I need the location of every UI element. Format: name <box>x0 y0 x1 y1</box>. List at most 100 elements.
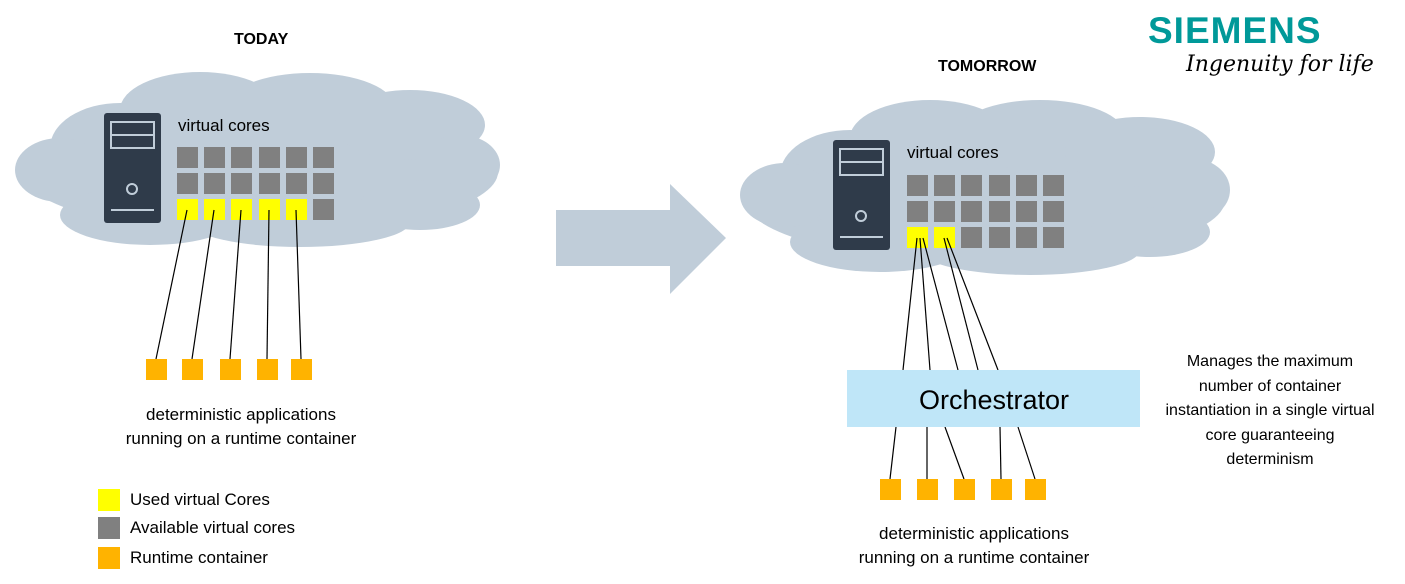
runtime-container <box>1025 479 1046 500</box>
container-core-link <box>295 209 302 360</box>
available-core <box>934 175 955 196</box>
available-core <box>1016 175 1037 196</box>
orchestrator-box <box>847 370 1140 427</box>
note-line-1: Manages the maximum <box>1186 353 1354 370</box>
siemens-tagline: Ingenuity for life <box>1186 52 1374 77</box>
runtime-container <box>954 479 975 500</box>
container-orchestrator-link <box>1017 426 1036 480</box>
today-caption-line1: deterministic applications <box>146 405 336 424</box>
available-core <box>313 199 334 220</box>
note-line-5: determinism <box>1226 451 1314 468</box>
siemens-wordmark: SIEMENS <box>1148 10 1322 51</box>
container-core-link <box>191 209 215 360</box>
note-line-3: instantiation in a single virtual <box>1165 402 1375 419</box>
tomorrow-core-grid <box>907 175 1064 248</box>
available-core <box>313 147 334 168</box>
legend-label-available: Available virtual cores <box>130 518 296 537</box>
tomorrow-caption: deterministic applications running on a … <box>843 522 1105 570</box>
orchestrator-core-link <box>922 237 959 371</box>
note-line-2: number of container <box>1198 377 1342 395</box>
transition-arrow <box>556 184 726 294</box>
available-core <box>1043 227 1064 248</box>
used-core <box>177 199 198 220</box>
tomorrow-server-icon <box>833 140 890 250</box>
used-core <box>286 199 307 220</box>
container-orchestrator-link <box>944 426 965 480</box>
runtime-container <box>991 479 1012 500</box>
legend-item-available: Available virtual cores <box>98 517 295 539</box>
container-core-link <box>266 209 270 360</box>
available-core <box>313 173 334 194</box>
legend-item-used: Used virtual Cores <box>98 489 270 511</box>
available-core <box>989 175 1010 196</box>
available-core <box>1016 227 1037 248</box>
orchestrator-note: Manages the maximum number of container … <box>1140 350 1400 473</box>
orchestrator-core-link <box>919 237 931 371</box>
today-links <box>155 209 302 360</box>
available-core <box>961 175 982 196</box>
available-core <box>177 173 198 194</box>
container-core-link <box>155 209 188 360</box>
available-core <box>259 147 280 168</box>
used-core <box>907 227 928 248</box>
legend-swatch-available <box>98 517 120 539</box>
used-core <box>204 199 225 220</box>
runtime-container <box>146 359 167 380</box>
tomorrow-heading: TOMORROW <box>938 58 1037 75</box>
orchestrator-core-link <box>902 237 918 371</box>
available-core <box>907 175 928 196</box>
runtime-container <box>257 359 278 380</box>
container-orchestrator-link <box>889 426 897 480</box>
available-core <box>204 147 225 168</box>
available-core <box>1016 201 1037 222</box>
available-core <box>259 173 280 194</box>
tomorrow-cloud <box>740 100 1230 275</box>
note-line-4: core guaranteeing <box>1205 426 1335 444</box>
available-core <box>231 173 252 194</box>
available-core <box>177 147 198 168</box>
legend-item-container: Runtime container <box>98 547 268 569</box>
today-caption: deterministic applications running on a … <box>110 403 372 451</box>
available-core <box>961 227 982 248</box>
legend-swatch-container <box>98 547 120 569</box>
orchestrator-label: Orchestrator <box>919 385 1069 415</box>
tomorrow-cloud-label: virtual cores <box>907 143 999 162</box>
today-core-grid <box>177 147 334 220</box>
today-caption-line2: running on a runtime container <box>125 429 357 448</box>
used-core <box>934 227 955 248</box>
available-core <box>934 201 955 222</box>
tomorrow-caption-line1: deterministic applications <box>879 524 1069 543</box>
today-server-icon <box>104 113 161 223</box>
today-cloud-label: virtual cores <box>178 116 270 135</box>
available-core <box>286 173 307 194</box>
runtime-container <box>880 479 901 500</box>
today-cloud <box>15 72 500 247</box>
used-core <box>231 199 252 220</box>
runtime-container <box>291 359 312 380</box>
legend-label-container: Runtime container <box>130 548 268 567</box>
available-core <box>907 201 928 222</box>
tomorrow-links <box>889 237 1036 480</box>
used-core <box>259 199 280 220</box>
available-core <box>961 201 982 222</box>
runtime-container <box>220 359 241 380</box>
available-core <box>1043 201 1064 222</box>
available-core <box>1043 175 1064 196</box>
container-core-link <box>229 209 242 360</box>
available-core <box>231 147 252 168</box>
legend-swatch-used <box>98 489 120 511</box>
orchestrator-core-link <box>943 237 979 371</box>
runtime-container <box>182 359 203 380</box>
tomorrow-caption-line2: running on a runtime container <box>858 548 1090 567</box>
today-containers <box>146 359 312 380</box>
available-core <box>989 227 1010 248</box>
runtime-container <box>917 479 938 500</box>
available-core <box>204 173 225 194</box>
orchestrator-core-link <box>946 237 999 371</box>
today-heading: TODAY <box>234 31 289 48</box>
tomorrow-containers <box>880 479 1046 500</box>
legend-label-used: Used virtual Cores <box>130 490 270 509</box>
available-core <box>286 147 307 168</box>
available-core <box>989 201 1010 222</box>
